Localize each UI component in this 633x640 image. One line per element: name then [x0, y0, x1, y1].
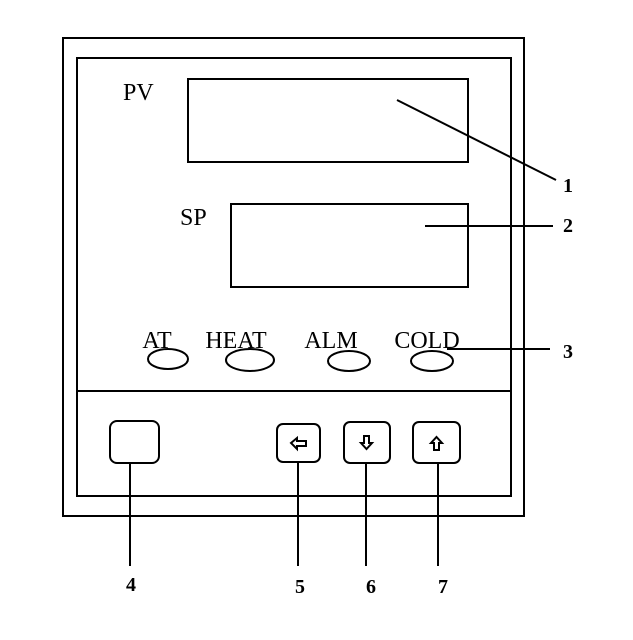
- indicator-label-cold: COLD: [394, 328, 459, 354]
- inner-panel: [76, 57, 512, 497]
- up-button[interactable]: [412, 421, 461, 464]
- sp-display: [230, 203, 469, 288]
- alm-led: [327, 350, 371, 372]
- shift-left-button[interactable]: [276, 423, 321, 463]
- down-button[interactable]: [343, 421, 391, 464]
- up-arrow-icon: [428, 435, 445, 451]
- at-led: [147, 348, 189, 370]
- sp-label: SP: [180, 205, 207, 231]
- callout-3: 3: [563, 341, 573, 363]
- indicator-label-alm: ALM: [304, 328, 357, 354]
- pv-label: PV: [123, 80, 154, 106]
- callout-7: 7: [438, 576, 448, 598]
- cold-led: [410, 350, 454, 372]
- callout-2: 2: [563, 215, 573, 237]
- outer-bezel: [62, 37, 525, 517]
- callout-5: 5: [295, 576, 305, 598]
- heat-led: [225, 348, 275, 372]
- callout-6: 6: [366, 576, 376, 598]
- callout-1: 1: [563, 175, 573, 197]
- leader-line-1: [396, 99, 557, 181]
- left-arrow-icon: [289, 435, 307, 452]
- function-button[interactable]: [109, 420, 160, 464]
- callout-4: 4: [126, 574, 136, 596]
- pv-display: [187, 78, 469, 163]
- down-arrow-icon: [358, 435, 375, 451]
